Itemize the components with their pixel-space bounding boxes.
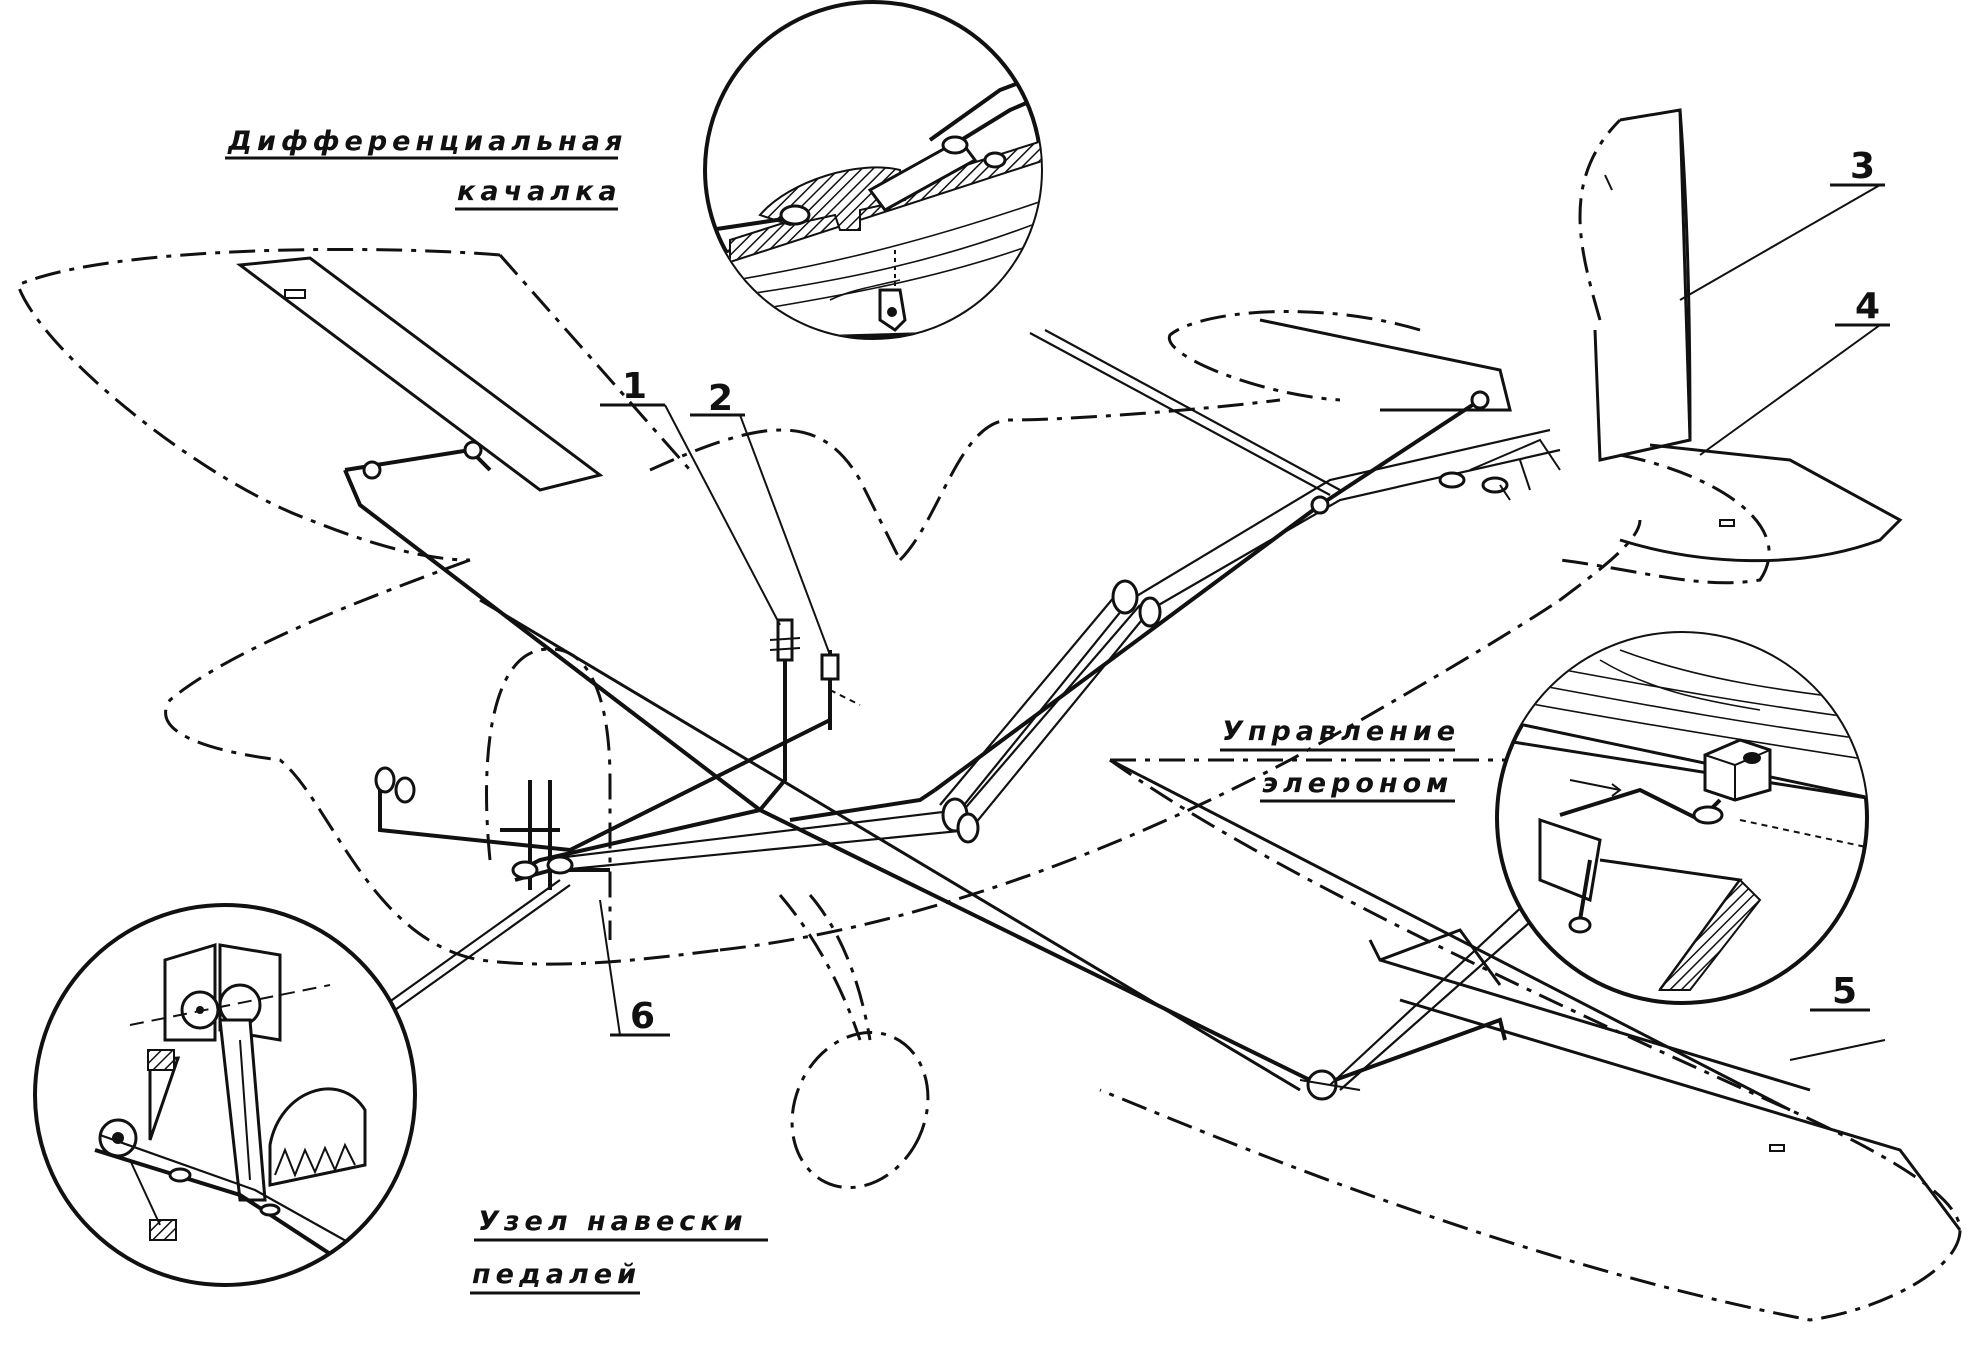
label-pedal-mount-line1: Узел навески xyxy=(478,1206,748,1237)
part-number-6: 6 xyxy=(630,996,655,1037)
part-number-5: 5 xyxy=(1832,971,1857,1012)
label-differential-rocker-line2: качалка xyxy=(457,176,622,207)
part-number-3: 3 xyxy=(1850,146,1875,187)
label-aileron-control-line1: Управление xyxy=(1222,716,1460,747)
part-number-4: 4 xyxy=(1855,286,1880,327)
airframe-outline xyxy=(16,118,1962,1322)
label-differential-rocker-line1: Дифференциальная xyxy=(227,126,627,157)
callout-labels: Дифференциальная качалка Управление элер… xyxy=(225,126,1460,1295)
label-aileron-control-line2: элероном xyxy=(1262,768,1453,799)
part-number-1: 1 xyxy=(622,366,647,407)
leader-lines xyxy=(384,184,1886,1091)
part-number-2: 2 xyxy=(708,378,733,419)
part-numbers: 1 2 3 4 5 6 xyxy=(600,146,1890,1037)
detail-aileron-control xyxy=(1495,631,1869,1005)
detail-differential-rocker xyxy=(703,0,1043,340)
control-linkage xyxy=(343,390,1561,1101)
detail-pedal-mount xyxy=(33,903,417,1287)
label-pedal-mount-line2: педалей xyxy=(472,1259,641,1290)
